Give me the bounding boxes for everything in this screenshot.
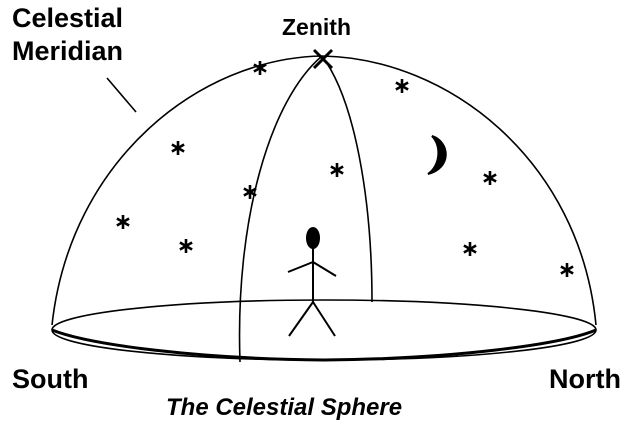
meridian-arc-north — [322, 56, 372, 302]
sphere-dome — [52, 56, 596, 325]
x-mark-icon — [314, 50, 332, 68]
star-icon — [331, 163, 343, 177]
meridian-pointer-line — [107, 78, 136, 112]
star-icon — [484, 171, 496, 185]
crescent-moon-icon — [428, 136, 446, 174]
star-icon — [117, 215, 129, 229]
diagram-caption: The Celestial Sphere — [166, 394, 402, 422]
south-label: South — [12, 364, 88, 395]
star-icon — [464, 242, 476, 256]
meridian-label-line1: Celestial — [12, 2, 123, 35]
star-icon — [172, 141, 184, 155]
meridian-arc-south — [240, 56, 322, 362]
zenith-label: Zenith — [282, 14, 351, 41]
north-label: North — [549, 364, 621, 395]
star-field — [117, 61, 573, 277]
star-icon — [180, 239, 192, 253]
celestial-meridian-label: Celestial Meridian — [12, 2, 123, 68]
stick-figure-icon — [288, 228, 336, 336]
star-icon — [561, 263, 573, 277]
horizon-ellipse — [52, 300, 596, 360]
meridian-label-line2: Meridian — [12, 35, 123, 68]
star-icon — [254, 61, 266, 75]
star-icon — [396, 79, 408, 93]
horizon-near-edge — [52, 330, 596, 360]
